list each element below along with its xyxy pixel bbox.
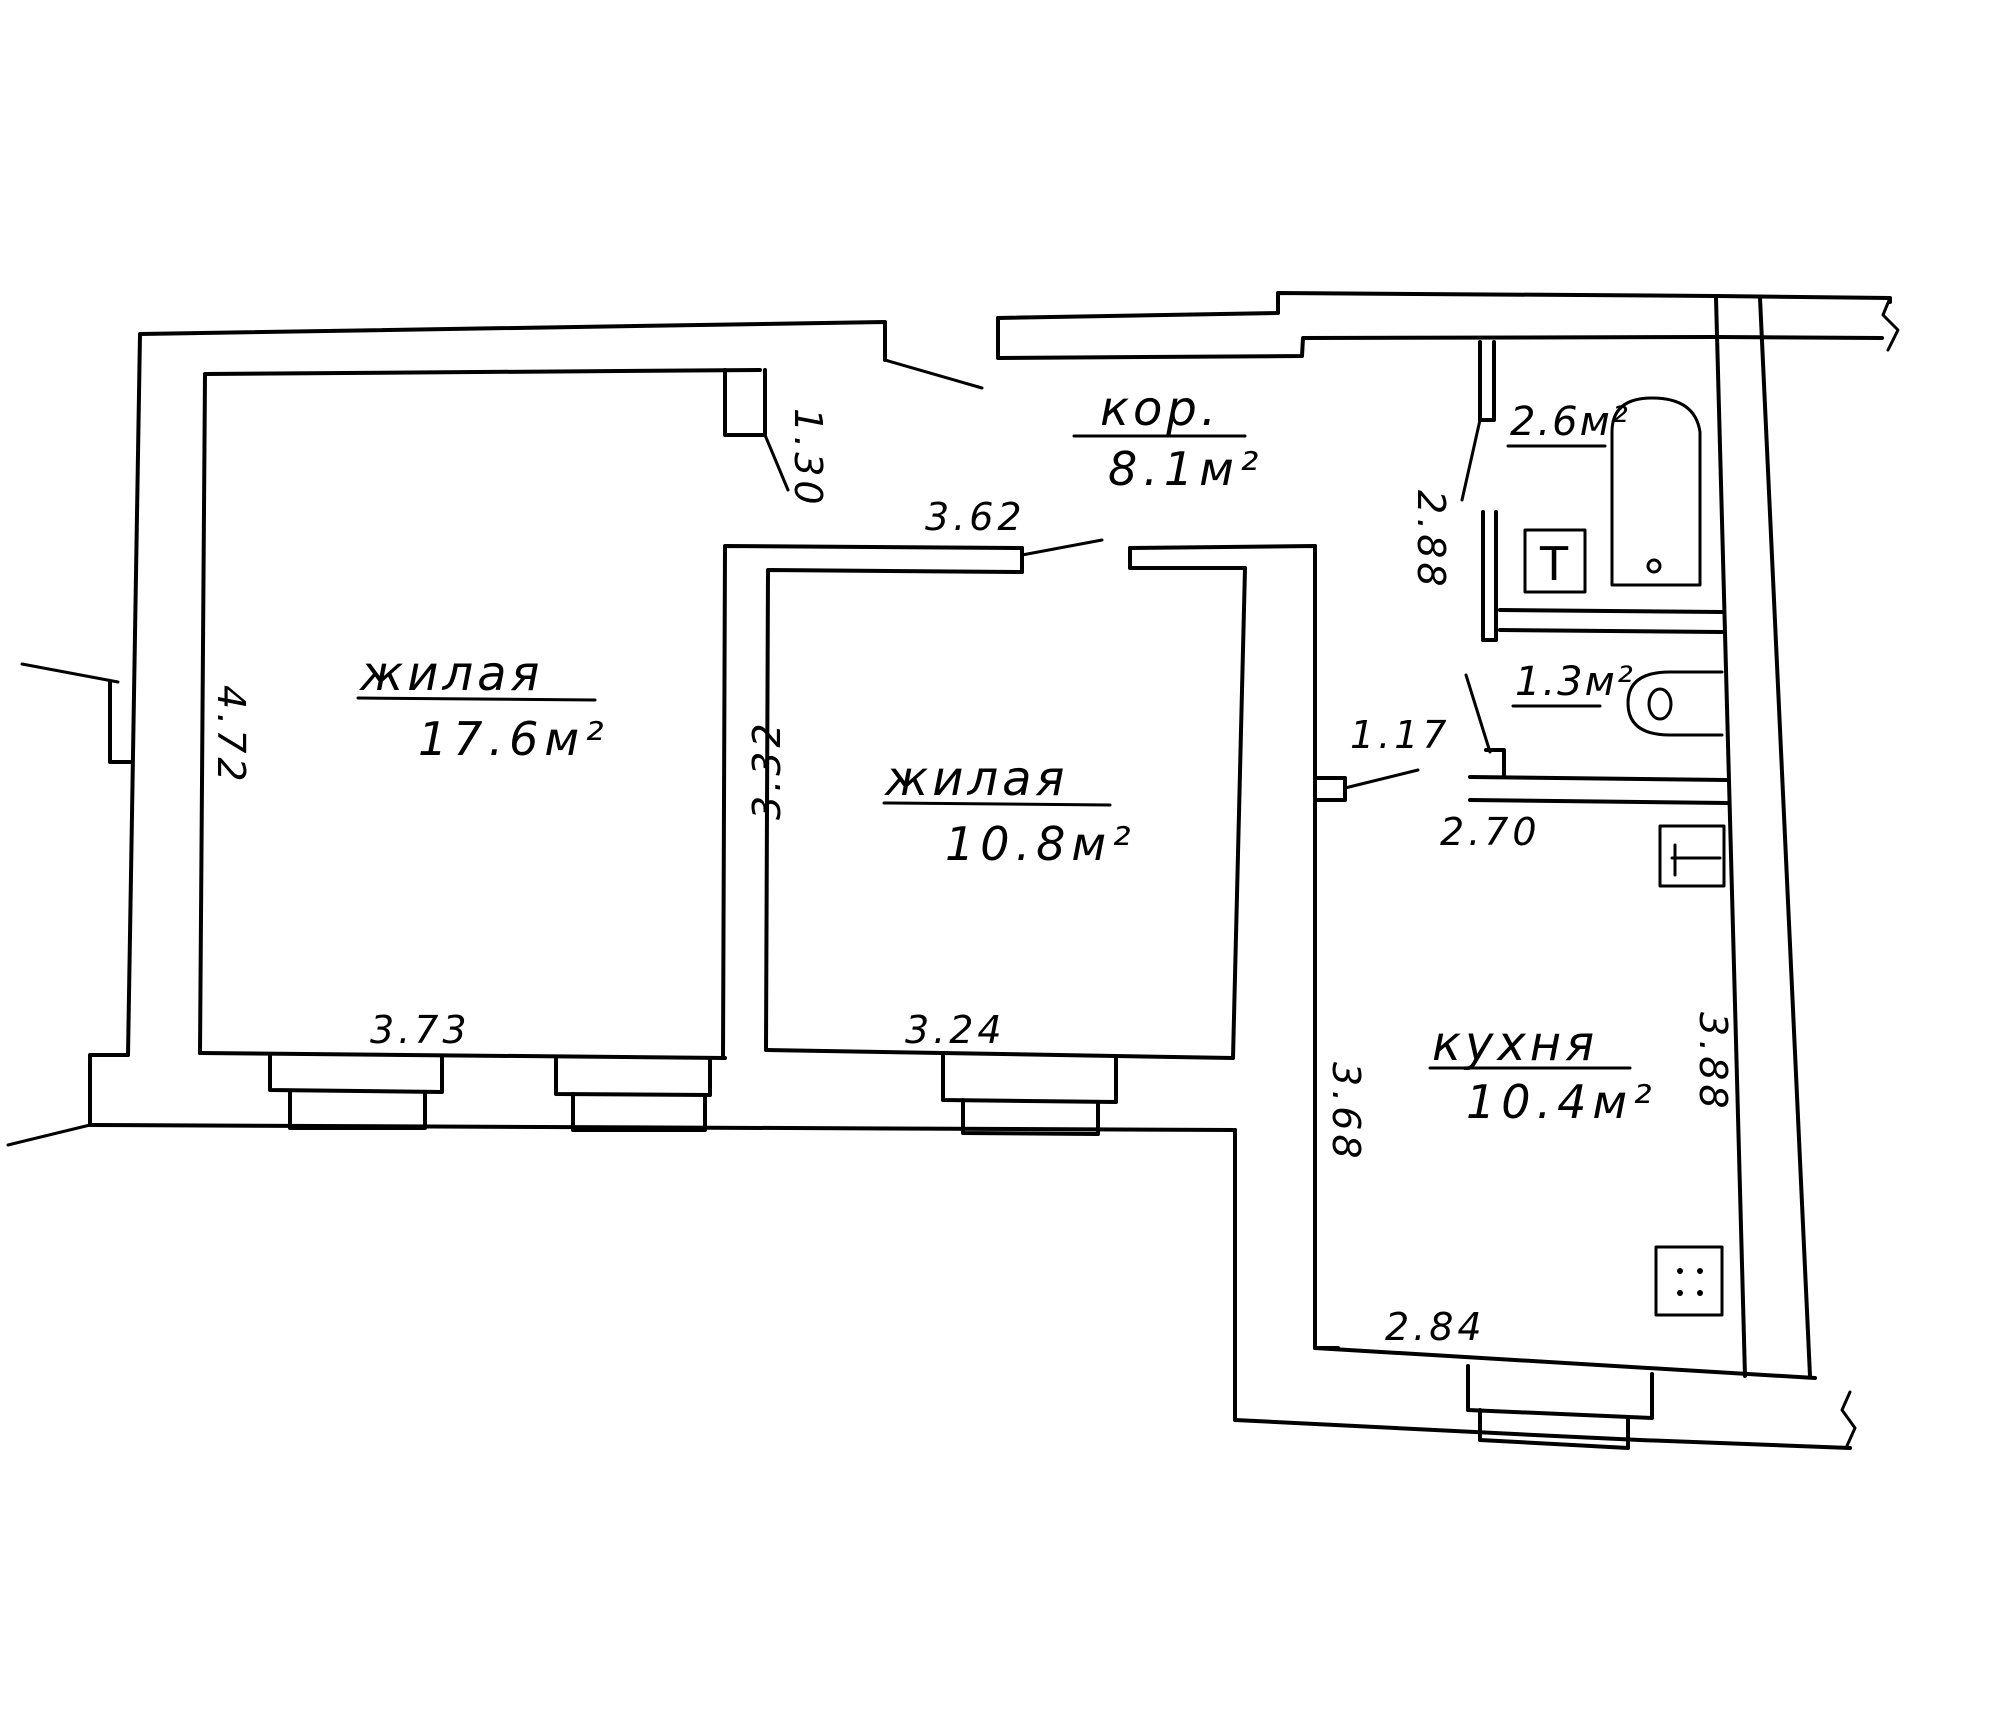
middle-room-outer-wall xyxy=(721,544,1024,1060)
bathtub-icon xyxy=(1610,396,1702,587)
left-room-outer-wall xyxy=(126,320,887,1057)
corridor-top-wall-inner xyxy=(996,316,1884,360)
bathroom-area: 2.6м² xyxy=(1510,399,1630,445)
left-room-inner-wall xyxy=(198,368,762,1055)
west-window xyxy=(108,680,132,764)
window-4 xyxy=(1466,1364,1654,1420)
corridor-to-kitchen-wall xyxy=(1313,544,1340,1350)
living-small-name-underline xyxy=(882,801,1112,807)
wc-stub xyxy=(1484,748,1506,779)
bottom-wall-left-end xyxy=(88,1053,130,1127)
toilet-icon xyxy=(1626,670,1724,737)
stove-burner-4-icon xyxy=(1697,1290,1703,1296)
kitchen-inner-stub xyxy=(1313,776,1347,802)
kitchen-left-wall-outer xyxy=(1233,1128,1852,1450)
walls-right-exterior xyxy=(1714,296,1812,1378)
dim-373: 3.73 xyxy=(370,1008,471,1052)
walls-kitchen xyxy=(1233,768,1857,1450)
middle-room-inner-wall xyxy=(764,568,1024,1050)
stove-burner-1-icon xyxy=(1677,1268,1683,1274)
stove-icon xyxy=(1654,1245,1724,1317)
window-2-sill xyxy=(571,1092,707,1132)
bottom-wall-outer xyxy=(88,1123,1237,1132)
west-wall-extension xyxy=(20,662,120,684)
living-large-name: жилая xyxy=(359,646,543,702)
riser-right-wall xyxy=(1758,296,1812,1378)
room-labels: жилая 17.6м² жилая 10.8м² кор. 8.1м² 2.6… xyxy=(356,381,1658,1129)
window-2 xyxy=(554,1056,712,1097)
dim-288: 2.88 xyxy=(1409,490,1453,591)
left-room-pier xyxy=(723,368,767,437)
toilet-bowl-icon xyxy=(1647,687,1673,721)
bath-shelf-top xyxy=(1498,608,1724,614)
water-heater-letter: T xyxy=(1539,537,1569,591)
window-1 xyxy=(268,1054,444,1094)
east-break-mark xyxy=(1881,296,1900,352)
wc-door-line xyxy=(1464,673,1492,754)
bath-partition-top xyxy=(1478,340,1496,422)
corridor-name: кор. xyxy=(1100,381,1220,437)
dim-284: 2.84 xyxy=(1385,1305,1486,1349)
left-room-swing-line xyxy=(763,433,790,492)
bath-door-line xyxy=(1460,418,1482,502)
living-large-area: 17.6м² xyxy=(418,712,610,766)
window-4-sill xyxy=(1478,1408,1630,1450)
dim-472: 4.72 xyxy=(209,685,253,786)
walls-bathroom xyxy=(1460,340,1730,805)
bathtub-drain-icon xyxy=(1646,558,1662,574)
middle-room-door-leaf xyxy=(1020,538,1104,557)
kitchen-area: 10.4м² xyxy=(1466,1075,1658,1129)
stove-burner-2-icon xyxy=(1697,1268,1703,1274)
left-room-door-leaf xyxy=(883,358,984,390)
kitchen-door-line xyxy=(1343,768,1420,790)
wc-bottom-wall-top xyxy=(1468,775,1729,782)
window-1-sill xyxy=(288,1090,427,1130)
living-large-name-underline xyxy=(356,696,597,702)
bath-shelf-bottom xyxy=(1498,628,1724,634)
stove-burner-3-icon xyxy=(1677,1290,1683,1296)
walls-bottom xyxy=(6,662,1237,1147)
corridor-area: 8.1м² xyxy=(1108,442,1264,496)
window-3 xyxy=(941,1052,1118,1104)
dim-388: 3.88 xyxy=(1691,1012,1735,1113)
walls-left-room xyxy=(126,320,984,1057)
kitchen-bottom-inner xyxy=(1313,1346,1817,1380)
kitchen-break-mark xyxy=(1840,1390,1857,1450)
dim-324: 3.24 xyxy=(905,1008,1006,1052)
dimension-labels: 1.30 3.62 4.72 3.73 3.32 3.24 2.88 1.17 … xyxy=(209,408,1735,1349)
corridor-top-wall-outer xyxy=(996,291,1892,320)
water-heater-icon xyxy=(1523,528,1587,594)
south-west-extension xyxy=(6,1123,92,1147)
window-3-sill xyxy=(961,1098,1100,1136)
dim-130: 1.30 xyxy=(786,408,830,509)
wc-area: 1.3м² xyxy=(1515,659,1635,705)
kitchen-sink-icon xyxy=(1658,824,1726,888)
living-small-name: жилая xyxy=(884,751,1068,807)
living-small-area: 10.8м² xyxy=(945,817,1137,871)
dim-270: 2.70 xyxy=(1440,810,1541,854)
kitchen-name: кухня xyxy=(1432,1016,1598,1072)
bottom-wall-inner xyxy=(198,1051,727,1060)
fixtures xyxy=(1523,396,1726,1317)
wc-bottom-wall-bottom xyxy=(1468,798,1730,805)
dim-117: 1.17 xyxy=(1350,713,1451,757)
bottom-wall-inner-mid xyxy=(764,1048,1235,1060)
middle-room-right-wall-inner xyxy=(1128,546,1247,1060)
riser-left-wall xyxy=(1714,296,1747,1378)
dim-332: 3.32 xyxy=(745,719,789,820)
bath-partition-mid xyxy=(1481,510,1498,642)
dim-362: 3.62 xyxy=(925,495,1026,539)
windows xyxy=(268,1052,1654,1450)
middle-room-right-wall-outer xyxy=(1128,544,1317,1062)
dim-368: 3.68 xyxy=(1324,1062,1368,1163)
